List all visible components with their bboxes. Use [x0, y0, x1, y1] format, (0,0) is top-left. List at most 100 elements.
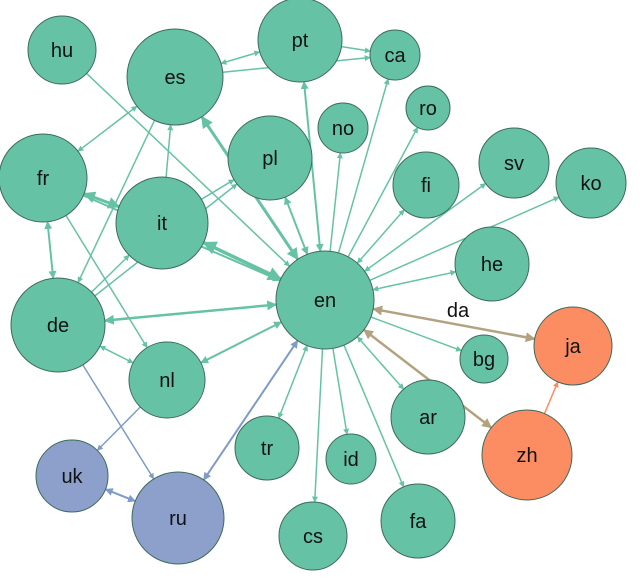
node-label-uk: uk [61, 466, 83, 488]
node-ca: ca [369, 29, 421, 81]
edge-uk-ru [104, 488, 136, 503]
node-tr: tr [234, 415, 300, 481]
node-ko: ko [555, 147, 627, 219]
node-circle-zh [481, 409, 573, 501]
node-uk: uk [35, 439, 109, 513]
edge-fr-it [83, 191, 121, 209]
edge-de-nl [99, 345, 134, 364]
edge-it-pl [201, 179, 235, 200]
node-fa: fa [380, 483, 456, 559]
node-nl: nl [128, 341, 206, 419]
node-circle-hu [27, 15, 97, 85]
node-circle-es [126, 28, 224, 126]
node-pl: pl [227, 115, 313, 201]
node-label-he: he [481, 254, 503, 276]
node-circle-it [115, 176, 209, 270]
node-label-it: it [157, 213, 167, 235]
node-ru: ru [131, 471, 225, 565]
node-fi: fi [392, 151, 460, 219]
node-circle-fr [0, 133, 88, 223]
node-it: it [115, 176, 209, 270]
node-circle-fi [392, 151, 460, 219]
node-label-id: id [343, 449, 359, 471]
edge-zh-ja [543, 381, 559, 414]
node-label-ja: ja [564, 336, 581, 358]
node-circle-uk [35, 439, 109, 513]
node-label-ru: ru [169, 508, 187, 530]
node-circle-fa [380, 483, 456, 559]
edge-en-ar [356, 336, 405, 390]
node-label-ca: ca [384, 45, 406, 67]
edge-ru-en [202, 339, 299, 481]
edge-es-fr [77, 105, 138, 152]
node-circle-bg [459, 334, 509, 384]
node-label-fa: fa [410, 511, 428, 533]
node-label-zh: zh [516, 445, 537, 467]
edge-en-fi [356, 209, 405, 264]
node-label-hu: hu [51, 40, 73, 62]
edge-en-no [329, 152, 343, 252]
node-label-fi: fi [421, 175, 431, 197]
edge-ja-en [372, 305, 536, 343]
node-pt: pt [257, 0, 343, 83]
node-cs: cs [278, 501, 348, 571]
node-label-de: de [47, 315, 69, 337]
edge-en-cs [311, 348, 324, 503]
node-circle-sv [478, 127, 550, 199]
node-circle-ko [555, 147, 627, 219]
edge-it-en [202, 241, 282, 281]
node-circle-ca [369, 29, 421, 81]
node-circle-no [317, 102, 369, 154]
node-circle-id [325, 433, 377, 485]
node-en: en [275, 250, 375, 350]
edge-es-pt [220, 50, 261, 65]
node-label-nl: nl [159, 370, 175, 392]
edge-pt-ca [341, 45, 371, 54]
edge-nl-en [200, 321, 283, 364]
node-circle-ja [533, 306, 613, 386]
edges-layer [44, 45, 560, 503]
node-de: de [10, 277, 106, 373]
node-ar: ar [390, 379, 466, 455]
node-label-ko: ko [580, 173, 601, 195]
edge-de-en [103, 300, 278, 325]
node-circle-he [454, 226, 530, 302]
node-ja: ja [533, 306, 613, 386]
edge-pt-en [300, 81, 324, 252]
node-circle-pt [257, 0, 343, 83]
node-fr: fr [0, 133, 88, 223]
node-label-bg: bg [473, 349, 495, 371]
node-zh: zh [481, 409, 573, 501]
node-sv: sv [478, 127, 550, 199]
edge-zh-en [363, 328, 493, 429]
node-circle-cs [278, 501, 348, 571]
edge-en-sv [364, 182, 487, 272]
node-label-ar: ar [419, 407, 437, 429]
edge-de-it [91, 254, 130, 293]
node-es: es [126, 28, 224, 126]
nodes-layer: hu es pt ca ro no fr pl sv ko fi it he en de ja bg nl ar tr… [0, 0, 627, 571]
node-circle-de [10, 277, 106, 373]
node-circle-ru [131, 471, 225, 565]
node-no: no [317, 102, 369, 154]
node-circle-ro [405, 85, 451, 131]
node-circle-tr [234, 415, 300, 481]
edge-fr-nl [65, 215, 148, 349]
node-label-sv: sv [504, 153, 524, 175]
edge-en-id [332, 348, 350, 435]
edge-fr-de [44, 221, 57, 279]
node-label-es: es [164, 67, 185, 89]
edge-de-ru [82, 364, 155, 480]
node-label-tr: tr [261, 438, 274, 460]
edge-nl-uk [96, 406, 141, 451]
node-label-ro: ro [419, 98, 437, 120]
node-he: he [454, 226, 530, 302]
node-label-en: en [314, 290, 336, 312]
edge-pl-en [284, 196, 309, 256]
node-bg: bg [459, 334, 509, 384]
edge-en-tr [277, 345, 308, 419]
edge-en-ca [337, 78, 390, 254]
free-labels-layer: da [447, 300, 470, 322]
edge-en-he [372, 270, 457, 292]
